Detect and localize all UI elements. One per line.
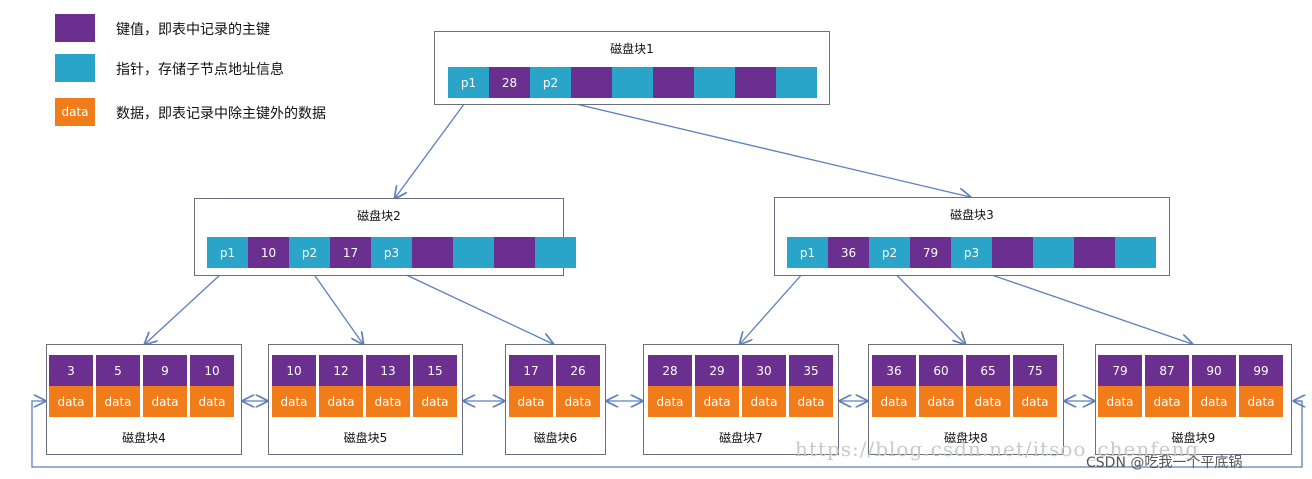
key-cell: 79 [1098, 355, 1142, 386]
data-cell: data [1239, 386, 1283, 417]
data-cell: data [1192, 386, 1236, 417]
key-cell: 13 [366, 355, 410, 386]
edge-b3-b7 [740, 267, 808, 344]
key-cell: 17 [509, 355, 553, 386]
key-cell: 87 [1145, 355, 1189, 386]
key-cell: 17 [330, 237, 371, 268]
legend-swatch-dat: data [55, 98, 95, 126]
pointer-cell [1115, 237, 1156, 268]
key-cell: 36 [828, 237, 869, 268]
key-cell: 12 [319, 355, 363, 386]
key-cell: 65 [966, 355, 1010, 386]
legend-text-dat: 数据，即表记录中除主键外的数据 [116, 106, 326, 122]
key-cell: 5 [96, 355, 140, 386]
data-cell: data [49, 386, 93, 417]
disk-block-title: 磁盘块9 [1171, 431, 1216, 445]
key-cell: 28 [648, 355, 692, 386]
pointer-cell: p2 [530, 67, 571, 98]
pointer-cell [535, 237, 576, 268]
pointer-cell [776, 67, 817, 98]
disk-block-title: 磁盘块1 [610, 42, 654, 56]
pointer-cell: p3 [371, 237, 412, 268]
data-cell: data [966, 386, 1010, 417]
data-cell: data [742, 386, 786, 417]
key-cell: 75 [1013, 355, 1057, 386]
legend-text-ptr: 指针，存储子节点地址信息 [116, 62, 284, 78]
data-cell: data [96, 386, 140, 417]
disk-block-title: 磁盘块2 [357, 209, 401, 223]
key-cell: 90 [1192, 355, 1236, 386]
csdn-credit: CSDN @吃我一个平底锅 [1086, 455, 1243, 471]
pointer-cell [453, 237, 494, 268]
pointer-cell: p1 [787, 237, 828, 268]
key-cell: 36 [872, 355, 916, 386]
edge-b2-b6 [391, 267, 554, 344]
data-cell: data [1098, 386, 1142, 417]
key-cell [494, 237, 535, 268]
key-cell: 3 [49, 355, 93, 386]
key-cell [412, 237, 453, 268]
data-cell: data [789, 386, 833, 417]
data-cell: data [872, 386, 916, 417]
data-cell: data [1013, 386, 1057, 417]
key-cell: 9 [143, 355, 187, 386]
edge-b2-b5 [308, 267, 364, 344]
disk-block-title: 磁盘块8 [944, 431, 988, 445]
pointer-cell [694, 67, 735, 98]
disk-block-title: 磁盘块5 [343, 431, 388, 445]
key-cell: 15 [413, 355, 457, 386]
key-cell: 35 [789, 355, 833, 386]
key-cell: 10 [248, 237, 289, 268]
key-cell: 29 [695, 355, 739, 386]
disk-block-title: 磁盘块7 [719, 431, 763, 445]
data-cell: data [190, 386, 234, 417]
key-cell [735, 67, 776, 98]
data-cell: data [143, 386, 187, 417]
pointer-cell: p2 [289, 237, 330, 268]
data-cell: data [695, 386, 739, 417]
key-cell: 10 [190, 355, 234, 386]
key-cell: 99 [1239, 355, 1283, 386]
disk-block-title: 磁盘块6 [533, 431, 578, 445]
key-cell [1074, 237, 1115, 268]
data-cell: data [919, 386, 963, 417]
watermark-url: https://blog.csdn.net/itsoo_chenfeng [795, 437, 1200, 461]
data-cell: data [272, 386, 316, 417]
edge-b1-b2 [395, 97, 470, 198]
data-cell: data [413, 386, 457, 417]
key-cell [992, 237, 1033, 268]
key-cell: 10 [272, 355, 316, 386]
data-cell: data [556, 386, 600, 417]
legend-text-key: 键值，即表中记录的主键 [116, 22, 270, 38]
edge-b3-b9 [971, 267, 1193, 344]
disk-block-title: 磁盘块4 [122, 431, 166, 445]
legend-swatch-ptr [55, 54, 95, 82]
pointer-cell: p1 [448, 67, 489, 98]
data-cell: data [1145, 386, 1189, 417]
pointer-cell [612, 67, 653, 98]
edge-b1-b3 [550, 97, 971, 197]
data-cell: data [648, 386, 692, 417]
pointer-cell: p2 [869, 237, 910, 268]
key-cell: 26 [556, 355, 600, 386]
data-cell: data [509, 386, 553, 417]
edge-b2-b4 [145, 267, 228, 344]
key-cell: 60 [919, 355, 963, 386]
pointer-cell: p3 [951, 237, 992, 268]
key-cell [653, 67, 694, 98]
legend-swatch-key [55, 14, 95, 42]
data-cell: data [319, 386, 363, 417]
data-cell: data [366, 386, 410, 417]
key-cell: 28 [489, 67, 530, 98]
key-cell: 30 [742, 355, 786, 386]
key-cell: 79 [910, 237, 951, 268]
pointer-cell [1033, 237, 1074, 268]
pointer-cell: p1 [207, 237, 248, 268]
edge-b3-b8 [889, 267, 966, 344]
disk-block-title: 磁盘块3 [950, 208, 994, 222]
key-cell [571, 67, 612, 98]
